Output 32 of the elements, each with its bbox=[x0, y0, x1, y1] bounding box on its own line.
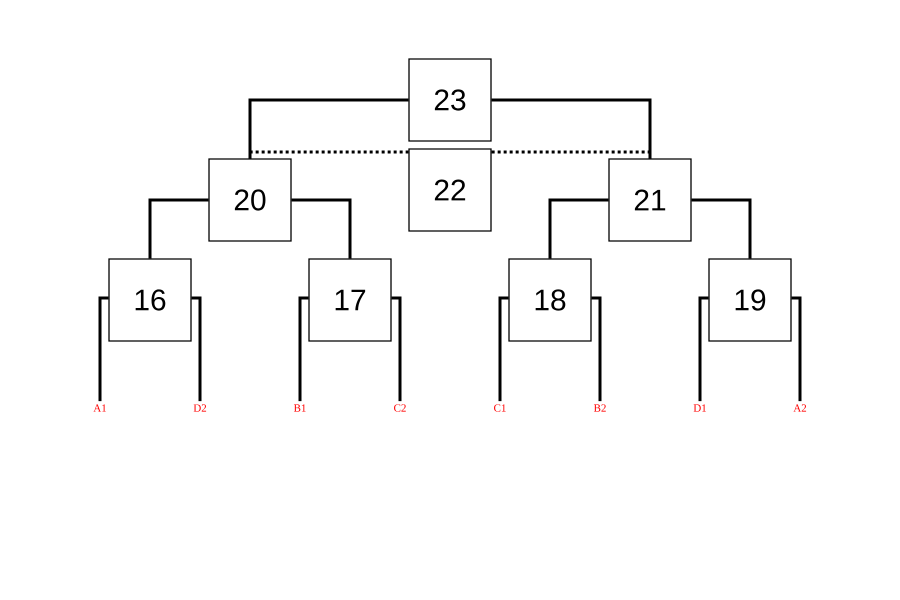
slot-label: A2 bbox=[793, 404, 806, 412]
number-box: 23 bbox=[408, 58, 492, 142]
number-box: 22 bbox=[408, 148, 492, 232]
number-box: 20 bbox=[208, 158, 292, 242]
bracket-line bbox=[492, 98, 652, 158]
number-box: 21 bbox=[608, 158, 692, 242]
bracket-line bbox=[498, 296, 508, 402]
bracket-line bbox=[148, 198, 208, 258]
bracket-line bbox=[792, 296, 802, 402]
bracket-line bbox=[392, 296, 402, 402]
number-box: 17 bbox=[308, 258, 392, 342]
bracket-line bbox=[292, 198, 352, 258]
bracket-line bbox=[548, 198, 608, 258]
slot-label: A1 bbox=[93, 404, 106, 412]
bracket-line bbox=[692, 198, 752, 258]
bracket-line bbox=[248, 150, 408, 158]
bracket-line bbox=[192, 296, 202, 402]
number-box: 19 bbox=[708, 258, 792, 342]
bracket-line bbox=[492, 150, 652, 158]
slot-label: D2 bbox=[194, 404, 206, 412]
slot-label: C1 bbox=[494, 404, 506, 412]
slot-label: C2 bbox=[394, 404, 406, 412]
number-box: 18 bbox=[508, 258, 592, 342]
bracket-line bbox=[248, 98, 408, 158]
bracket-line bbox=[698, 296, 708, 402]
bracket-line bbox=[298, 296, 308, 402]
slot-label: D1 bbox=[694, 404, 706, 412]
bracket-line bbox=[592, 296, 602, 402]
slot-label: B2 bbox=[594, 404, 606, 412]
slot-label: B1 bbox=[294, 404, 306, 412]
number-box: 16 bbox=[108, 258, 192, 342]
bracket-line bbox=[98, 296, 108, 402]
